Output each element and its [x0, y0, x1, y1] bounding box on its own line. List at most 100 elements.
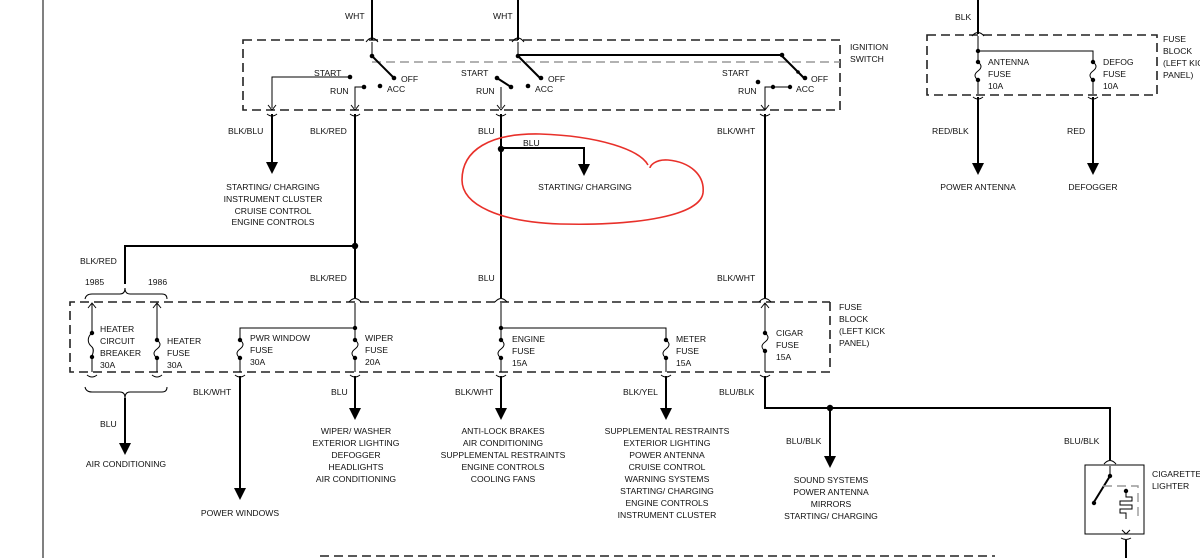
- diagram-label: 30A: [167, 360, 183, 370]
- diagram-label: CRUISE CONTROL: [629, 462, 706, 472]
- diagram-label: FUSE: [250, 345, 273, 355]
- diagram-label: 15A: [776, 352, 792, 362]
- wire-label: WHT: [345, 11, 365, 21]
- arrow-icon: [824, 456, 836, 468]
- diagram-label: 30A: [250, 357, 266, 367]
- diagram-label: 1985: [85, 277, 104, 287]
- diagram-label: SWITCH: [850, 54, 884, 64]
- arrow-icon: [972, 163, 984, 175]
- circuit-breaker-icon: [87, 332, 94, 358]
- diagram-label: FUSE: [512, 346, 535, 356]
- diagram-label: COOLING FANS: [471, 474, 536, 484]
- diagram-label: START: [314, 68, 342, 78]
- diagram-label: (LEFT KICK: [1163, 58, 1200, 68]
- ignition-switch: IGNITION SWITCH: [242, 39, 888, 111]
- diagram-label: ENGINE CONTROLS: [461, 462, 544, 472]
- diagram-label: 15A: [676, 358, 692, 368]
- diagram-label: WIPER/ WASHER: [321, 426, 391, 436]
- diagram-label: CIRCUIT: [100, 336, 136, 346]
- diagram-label: STARTING/ CHARGING: [620, 486, 714, 496]
- diagram-label: 30A: [100, 360, 116, 370]
- diagram-label: EXTERIOR LIGHTING: [313, 438, 400, 448]
- diagram-label: MIRRORS: [811, 499, 852, 509]
- diagram-label: START: [722, 68, 750, 78]
- diagram-label: POWER WINDOWS: [201, 508, 280, 518]
- diagram-label: (LEFT KICK: [839, 326, 885, 336]
- diagram-label: ACC: [535, 84, 553, 94]
- cigarette-lighter: CIGARETTE LIGHTER: [1084, 460, 1200, 558]
- diagram-label: FUSE: [167, 348, 190, 358]
- wire-label: BLU/BLK: [1064, 436, 1100, 446]
- diagram-label: BREAKER: [100, 348, 141, 358]
- diagram-label: FUSE: [988, 69, 1011, 79]
- diagram-label: AIR CONDITIONING: [316, 474, 397, 484]
- diagram-label: 15A: [512, 358, 528, 368]
- diagram-label: STARTING/ CHARGING: [226, 182, 320, 192]
- diagram-label: PANEL): [839, 338, 870, 348]
- wire-label: BLU: [523, 138, 540, 148]
- wire-label: BLU: [478, 126, 495, 136]
- diagram-label: DEFOGGER: [1068, 182, 1117, 192]
- arrow-icon: [660, 408, 672, 420]
- diagram-label: 1986: [148, 277, 167, 287]
- arrow-icon: [495, 408, 507, 420]
- fuse-icon: [236, 339, 244, 359]
- wire-label: BLK/BLU: [228, 126, 263, 136]
- wire-label: BLU: [478, 273, 495, 283]
- diagram-label: POWER ANTENNA: [793, 487, 869, 497]
- diagram-label: OFF: [401, 74, 418, 84]
- diagram-label: CIGARETTE: [1152, 469, 1200, 479]
- diagram-label: SUPPLEMENTAL RESTRAINTS: [605, 426, 730, 436]
- fuse-icon: [153, 339, 161, 359]
- arrow-icon: [1087, 163, 1099, 175]
- fuse-icon: [351, 339, 359, 359]
- wire-label: WHT: [493, 11, 513, 21]
- diagram-label: FUSE: [365, 345, 388, 355]
- wire-label: BLK/WHT: [717, 273, 756, 283]
- diagram-label: HEATER: [100, 324, 134, 334]
- diagram-label: START: [461, 68, 489, 78]
- diagram-label: SOUND SYSTEMS: [794, 475, 869, 485]
- arrow-icon: [349, 408, 361, 420]
- diagram-label: 10A: [988, 81, 1004, 91]
- diagram-label: AIR CONDITIONING: [86, 459, 167, 469]
- diagram-label: ENGINE CONTROLS: [625, 498, 708, 508]
- fuse-icon: [974, 61, 982, 81]
- fuse-block-top-right: FUSE BLOCK (LEFT KICK PANEL) BLK ANTENNA…: [926, 0, 1200, 192]
- wire-label: RED: [1067, 126, 1085, 136]
- wire-label: BLK/RED: [310, 273, 347, 283]
- diagram-label: RUN: [330, 86, 349, 96]
- diagram-label: CIGAR: [776, 328, 803, 338]
- fuse-icon: [761, 332, 769, 352]
- diagram-label: PANEL): [1163, 70, 1194, 80]
- red-circle-annotation: [461, 133, 704, 226]
- wire-label: BLU/BLK: [719, 387, 755, 397]
- wire-label: BLK/WHT: [455, 387, 494, 397]
- diagram-label: RUN: [738, 86, 757, 96]
- diagram-label: DEFOGGER: [331, 450, 380, 460]
- diagram-label: WIPER: [365, 333, 393, 343]
- diagram-label: POWER ANTENNA: [940, 182, 1016, 192]
- diagram-label: ENGINE: [512, 334, 545, 344]
- diagram-label: DEFOG: [1103, 57, 1134, 67]
- diagram-label: METER: [676, 334, 706, 344]
- diagram-label: INSTRUMENT CLUSTER: [618, 510, 717, 520]
- diagram-label: STARTING/ CHARGING: [538, 182, 632, 192]
- arrow-icon: [578, 164, 590, 176]
- diagram-label: ACC: [796, 84, 814, 94]
- wire-label: BLK/WHT: [717, 126, 756, 136]
- arrow-icon: [119, 443, 131, 455]
- diagram-label: STARTING/ CHARGING: [784, 511, 878, 521]
- diagram-label: LIGHTER: [1152, 481, 1189, 491]
- wire-label: BLU/BLK: [786, 436, 822, 446]
- heating-element-icon: [1119, 491, 1133, 519]
- diagram-label: IGNITION: [850, 42, 888, 52]
- diagram-label: INSTRUMENT CLUSTER: [224, 194, 323, 204]
- fuse-block-lower: FUSE BLOCK (LEFT KICK PANEL) BLK/RED 198…: [69, 245, 1111, 521]
- year-bracket: [84, 287, 168, 300]
- diagram-label: RUN: [476, 86, 495, 96]
- diagram-label: ANTI-LOCK BRAKES: [461, 426, 544, 436]
- diagram-label: ANTENNA: [988, 57, 1029, 67]
- fuse-icon: [662, 339, 670, 359]
